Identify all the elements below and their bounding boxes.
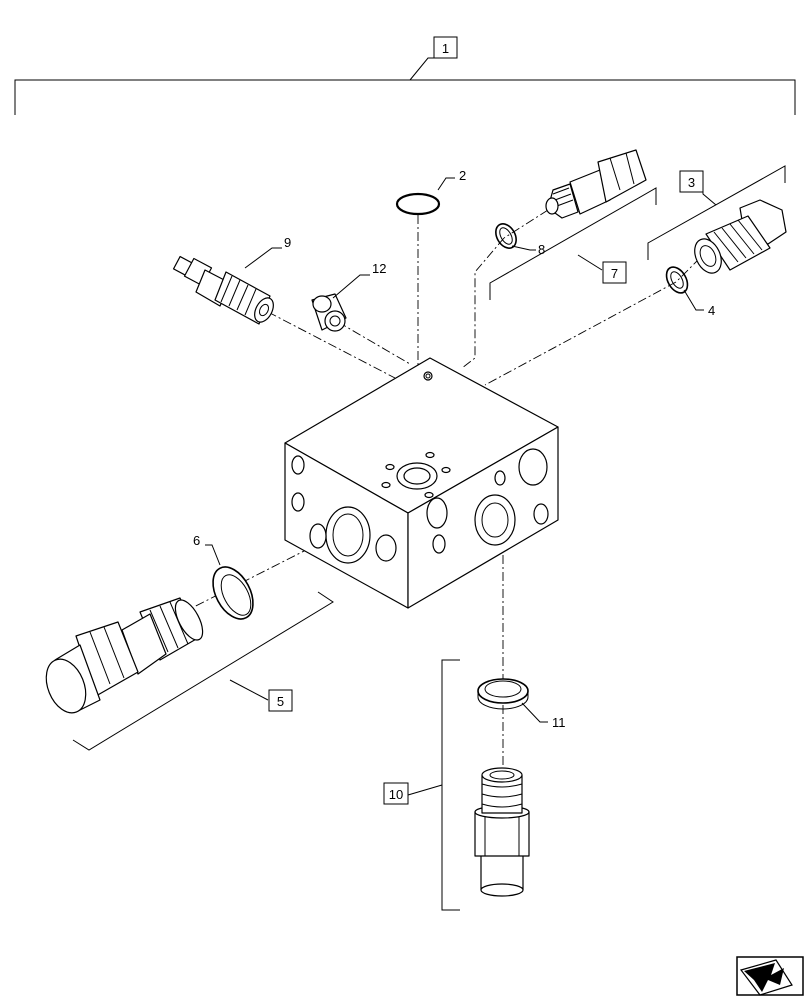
svg-text:3: 3: [688, 175, 695, 190]
valve-block[interactable]: [284, 357, 559, 609]
callout-2[interactable]: 2: [459, 168, 466, 183]
fitting-3[interactable]: [690, 199, 787, 277]
plug-12[interactable]: [311, 293, 347, 332]
fitting-5[interactable]: [39, 596, 208, 719]
navigation-arrow-icon[interactable]: [736, 956, 804, 996]
leader-9: [244, 247, 282, 269]
callout-7[interactable]: 7: [602, 261, 627, 284]
leader-2: [437, 177, 455, 191]
callout-6[interactable]: 6: [193, 533, 200, 548]
washer-11[interactable]: [477, 678, 529, 710]
assembly-bracket: [14, 57, 796, 115]
leader-4: [683, 289, 704, 311]
relief-valve-7[interactable]: [545, 149, 647, 219]
leader-11: [521, 702, 548, 723]
bracket-5: [72, 591, 334, 751]
leader-7: [577, 254, 603, 271]
callout-8[interactable]: 8: [538, 242, 545, 257]
fitting-10[interactable]: [474, 767, 530, 897]
leader-6: [205, 544, 221, 566]
callout-5[interactable]: 5: [268, 689, 293, 712]
callout-11[interactable]: 11: [552, 715, 566, 730]
svg-text:1: 1: [442, 41, 449, 56]
leader-3: [702, 190, 717, 206]
bracket-3: [647, 165, 786, 260]
center-lines: [177, 209, 701, 765]
bracket-7: [489, 187, 657, 300]
callout-10[interactable]: 10: [383, 782, 409, 805]
svg-text:5: 5: [277, 694, 284, 709]
seal-ring-6[interactable]: [205, 560, 261, 625]
svg-text:10: 10: [389, 787, 403, 802]
o-ring-2[interactable]: [395, 192, 441, 216]
washer-4[interactable]: [662, 263, 692, 296]
leader-12: [332, 274, 370, 299]
leader-5: [229, 679, 269, 701]
bracket-10: [441, 659, 460, 911]
washer-8[interactable]: [492, 220, 521, 252]
callout-9[interactable]: 9: [284, 235, 291, 250]
callout-1[interactable]: 1: [433, 36, 458, 59]
svg-text:7: 7: [611, 266, 618, 281]
leader-8: [511, 245, 536, 251]
cartridge-9[interactable]: [172, 255, 278, 326]
callout-3[interactable]: 3: [679, 170, 704, 193]
leader-10: [407, 784, 443, 796]
callout-4[interactable]: 4: [708, 303, 715, 318]
callout-12[interactable]: 12: [372, 261, 386, 276]
